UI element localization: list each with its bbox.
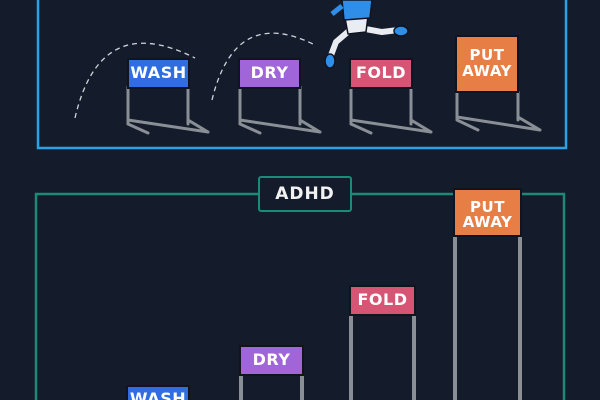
top-panel-frame: [36, 0, 568, 150]
runner: [324, 0, 409, 69]
top-hurdle-dry-sign: DRY: [238, 58, 301, 89]
bottom-hurdle-putaway-sign: PUT AWAY: [453, 188, 522, 237]
bottom-hurdle-wash-sign: WASH: [126, 385, 190, 400]
top-hurdle-fold-stand: [349, 85, 433, 135]
bottom-hurdle-dry-sign: DRY: [239, 345, 304, 376]
top-hurdle-putaway-sign: PUT AWAY: [455, 35, 519, 93]
bottom-hurdle-wash-label: WASH: [129, 389, 187, 400]
jump-arc-1: [74, 42, 196, 119]
top-hurdle-putaway-label: PUT AWAY: [462, 46, 512, 80]
top-hurdle-wash-label: WASH: [130, 63, 187, 83]
top-hurdle-wash-stand: [126, 85, 210, 135]
top-hurdle-dry-stand: [238, 85, 322, 135]
top-hurdle-putaway-stand: [455, 90, 542, 132]
top-hurdle-fold-sign: FOLD: [349, 58, 413, 89]
bottom-hurdle-fold-label: FOLD: [357, 290, 408, 310]
runner-left-shoe: [324, 53, 336, 69]
runner-shirt: [341, 0, 373, 21]
top-hurdle-dry-label: DRY: [250, 63, 289, 83]
runner-left-leg: [327, 27, 352, 60]
bottom-panel-frame: [34, 192, 566, 400]
runner-right-shoe: [393, 25, 409, 37]
adhd-title: ADHD: [258, 176, 352, 212]
bottom-hurdle-dry-label: DRY: [252, 350, 291, 370]
runner-right-leg: [359, 25, 399, 35]
top-hurdle-wash-sign: WASH: [127, 58, 190, 89]
bottom-hurdle-fold-sign: FOLD: [349, 285, 416, 316]
bottom-hurdle-putaway-label: PUT AWAY: [462, 197, 513, 232]
jump-arc-2: [211, 32, 316, 101]
top-hurdle-fold-label: FOLD: [355, 63, 406, 83]
runner-arm: [330, 4, 344, 16]
